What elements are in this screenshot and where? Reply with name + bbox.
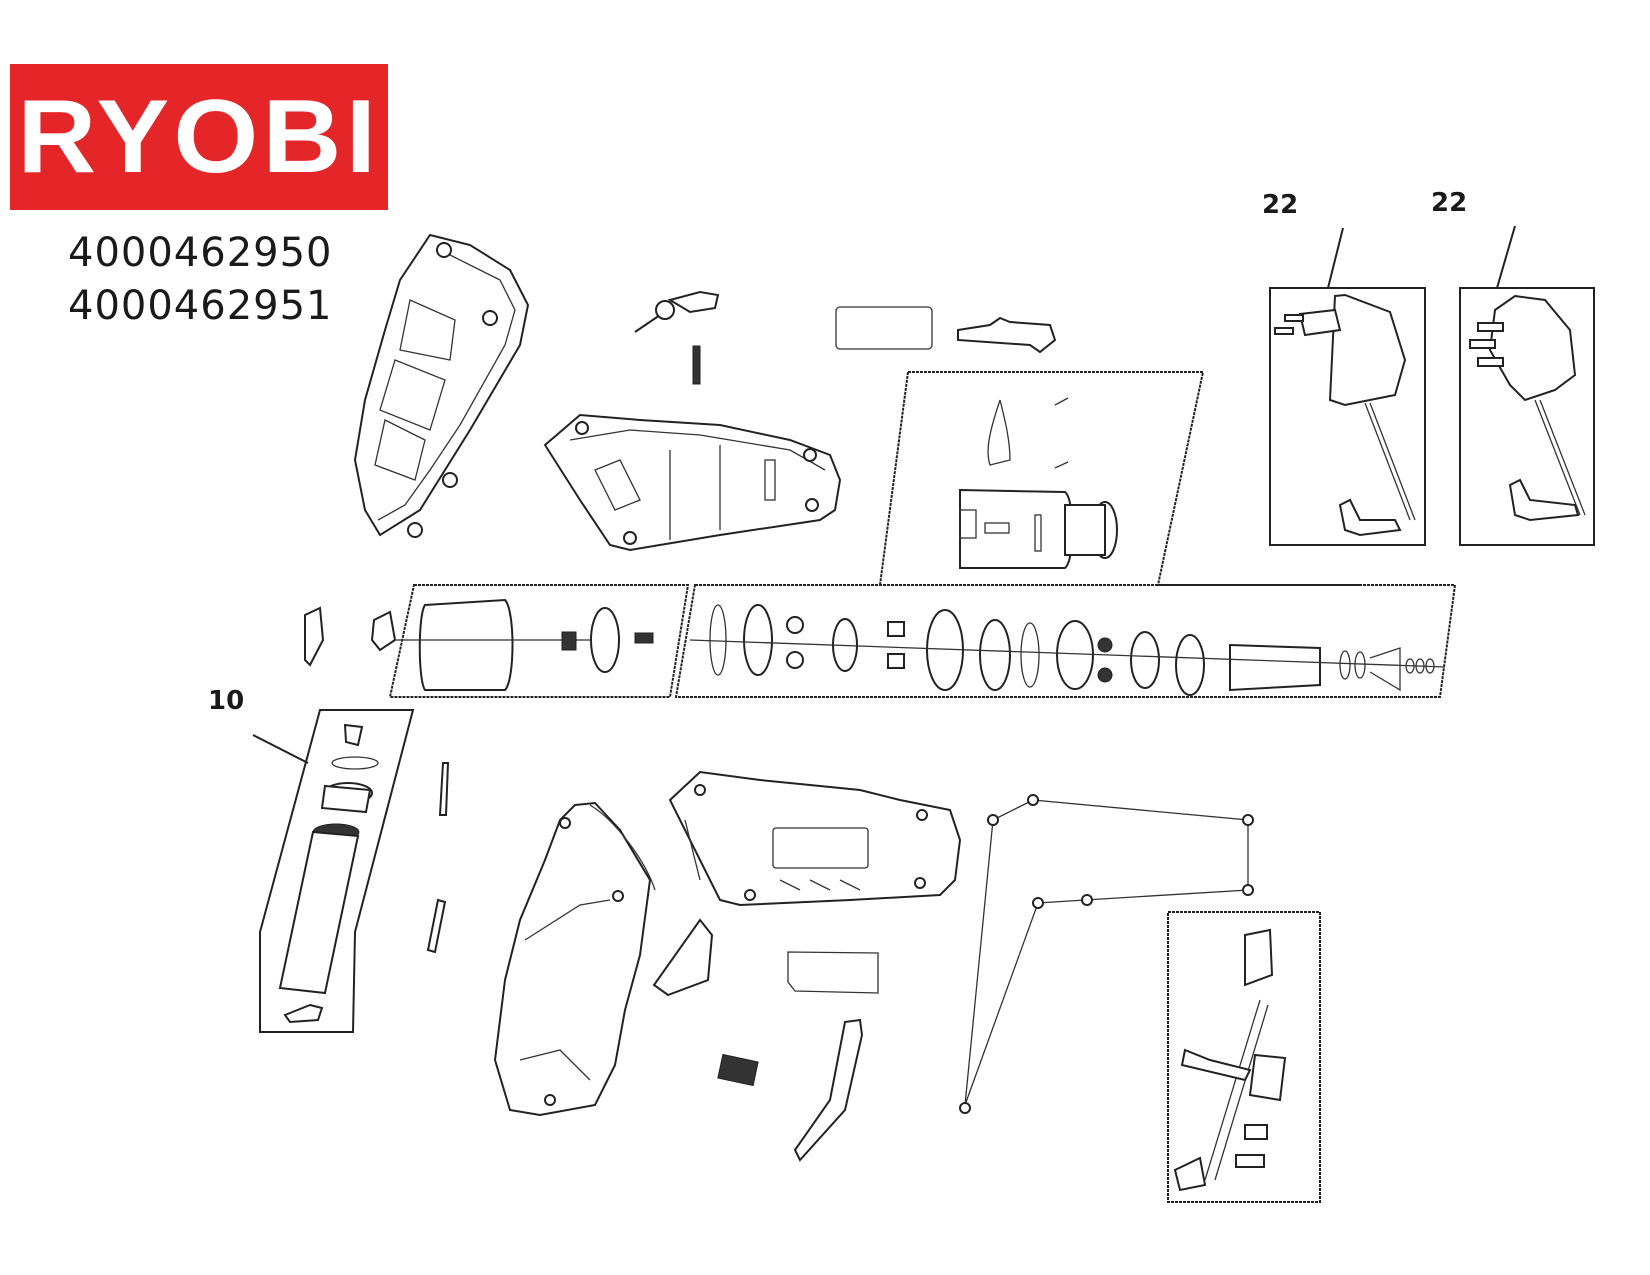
label-plate-bottom bbox=[787, 951, 879, 994]
battery-cover bbox=[793, 1018, 864, 1162]
rubber-insert bbox=[652, 918, 714, 997]
callout-10: 10 bbox=[208, 686, 245, 716]
model-number-2: 4000462951 bbox=[68, 283, 333, 329]
charger-uk-plug bbox=[1459, 225, 1595, 546]
charger-eu-plug bbox=[1269, 227, 1426, 546]
model-number-1: 4000462950 bbox=[68, 230, 333, 276]
gear-housing-assembly bbox=[879, 371, 1360, 586]
forward-reverse-slider bbox=[957, 316, 1057, 354]
planetary-gearbox-assembly bbox=[674, 584, 1457, 698]
ryobi-logo: RYOBI bbox=[10, 64, 388, 210]
logo-text: RYOBI bbox=[17, 79, 381, 195]
wiring-harness-pcb bbox=[1167, 911, 1321, 1203]
motor-assembly bbox=[304, 584, 690, 698]
body-housing bbox=[668, 770, 962, 907]
screws bbox=[959, 794, 1254, 1114]
battery-pack bbox=[252, 709, 415, 1033]
label-plate-top bbox=[835, 306, 933, 350]
battery-terminals bbox=[426, 762, 450, 954]
callout-22-uk: 22 bbox=[1431, 188, 1468, 218]
callout-22-eu: 22 bbox=[1262, 190, 1299, 220]
handle-housing bbox=[493, 801, 656, 1117]
spring bbox=[717, 1053, 759, 1087]
switch-lever-and-spring bbox=[634, 290, 720, 385]
front-housing-half bbox=[543, 413, 842, 552]
rear-housing-half bbox=[353, 233, 530, 538]
